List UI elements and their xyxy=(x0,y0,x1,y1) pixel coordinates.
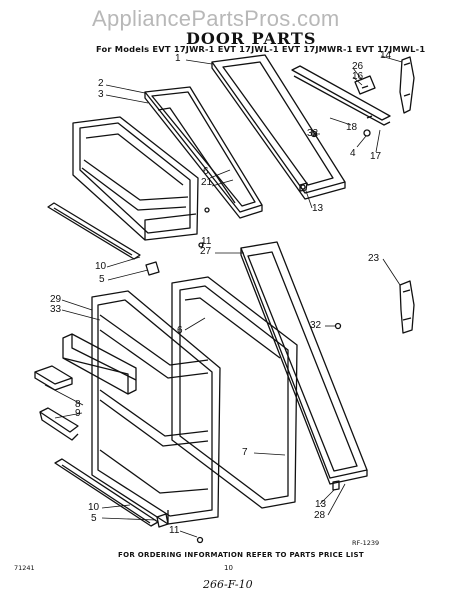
callout-4: 4 xyxy=(350,148,356,159)
leader-lines xyxy=(44,55,403,538)
callout-27: 27 xyxy=(200,246,212,257)
watermark: AppliancePartsPros.com xyxy=(92,6,340,31)
egg-tray xyxy=(34,365,73,391)
callout-1: 1 xyxy=(175,53,181,64)
callout-18: 18 xyxy=(346,122,358,133)
callout-11-bottom: 11 xyxy=(169,525,180,536)
callout-23: 23 xyxy=(368,253,380,264)
lower-hinge-bracket xyxy=(334,280,415,334)
freezer-door-panel xyxy=(144,86,263,219)
fresh-food-door-panel xyxy=(171,276,298,509)
callout-26: 26 xyxy=(352,61,364,72)
callout-21: 21 xyxy=(201,177,213,188)
foot-part-13-lower xyxy=(332,480,340,491)
diagram-code: RF-1239 xyxy=(352,539,380,547)
callout-7: 7 xyxy=(242,447,248,458)
callout-13-top: 13 xyxy=(312,203,324,214)
model-list: For Models EVT 17JWR-1 EVT 17JWL-1 EVT 1… xyxy=(96,44,426,54)
callout-32-bottom: 32 xyxy=(310,320,322,331)
callout-16: 16 xyxy=(352,71,364,82)
callout-28: 28 xyxy=(314,510,326,521)
screw-part-11-upper xyxy=(198,242,204,248)
top-hinge-assembly xyxy=(204,56,415,213)
callout-2: 2 xyxy=(98,78,104,89)
clip-part-5-lower xyxy=(156,513,169,528)
ordering-note: FOR ORDERING INFORMATION REFER TO PARTS … xyxy=(118,551,364,559)
door-shelf-bin xyxy=(39,407,79,441)
page-number: 10 xyxy=(224,564,233,572)
document-code: 71241 xyxy=(14,564,35,572)
freezer-bottom-trim xyxy=(47,202,141,260)
screw-part-11-lower xyxy=(196,536,204,544)
freezer-gasket-frame xyxy=(211,54,346,200)
callout-29: 29 xyxy=(50,294,62,305)
callout-33: 33 xyxy=(50,304,62,315)
callout-8: 8 xyxy=(75,399,81,410)
callout-6-top: 6 xyxy=(203,166,209,177)
callout-6-bottom: 6 xyxy=(177,325,183,336)
callout-17: 17 xyxy=(370,151,382,162)
callout-10-bottom: 10 xyxy=(88,502,100,513)
callout-5-top: 5 xyxy=(99,274,105,285)
callout-32-top: 32 xyxy=(307,128,319,139)
callout-11-top: 11 xyxy=(201,236,212,247)
callout-13-bottom: 13 xyxy=(315,499,327,510)
fresh-food-gasket xyxy=(240,241,368,485)
callout-9: 9 xyxy=(75,408,81,419)
clip-part-5-upper xyxy=(145,261,160,276)
page-title: DOOR PARTS xyxy=(186,29,317,48)
handwritten-annotation: 266-F-10 xyxy=(203,578,253,591)
callout-3: 3 xyxy=(98,89,104,100)
callout-5-bottom: 5 xyxy=(91,513,97,524)
fresh-food-door-liner xyxy=(91,290,221,525)
fresh-food-bottom-trim xyxy=(54,458,159,527)
callout-14: 14 xyxy=(380,50,392,61)
dairy-compartment xyxy=(62,333,137,395)
freezer-door-liner xyxy=(72,116,199,241)
callout-10-top: 10 xyxy=(95,261,107,272)
